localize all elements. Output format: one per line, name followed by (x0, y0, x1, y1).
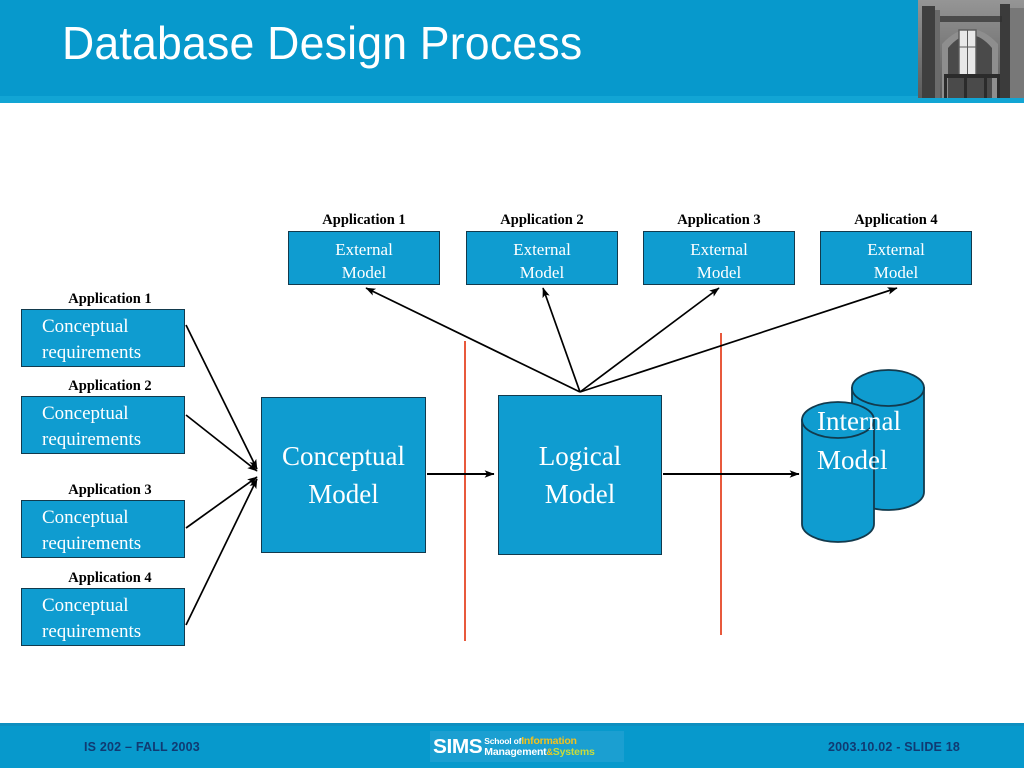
external-model-line1: External (513, 240, 571, 259)
requirements-line1: Conceptual (42, 316, 129, 337)
logical-model-line1: Logical (538, 440, 622, 471)
database-design-process-diagram: Application 1 External Model Application… (0, 103, 1024, 723)
conceptual-requirements-box-1: Conceptual requirements (21, 309, 185, 367)
logical-model-line2: Model (544, 479, 616, 509)
conceptual-requirements-box-3: Conceptual requirements (21, 500, 185, 558)
external-app-label-4: Application 4 (854, 212, 938, 228)
internal-model-line1: Internal (817, 406, 901, 436)
external-model-box-1: External Model (288, 231, 440, 285)
sims-tagline-row-2: Management&Systems (484, 745, 595, 758)
conceptual-requirements-box-4: Conceptual requirements (21, 588, 185, 646)
internal-model-line2: Model (817, 444, 888, 475)
page-title: Database Design Process (62, 17, 583, 69)
header-accent-stripe (0, 96, 1024, 103)
arrow-req2-to-conceptual (185, 414, 258, 472)
requirements-line2: requirements (42, 621, 142, 643)
external-model-box-4: External Model (820, 231, 972, 285)
arrow-logical-to-external2 (542, 287, 581, 393)
external-app-label-2: Application 2 (500, 212, 584, 228)
requirements-line2: requirements (42, 342, 142, 364)
arrow-logical-to-external3 (579, 287, 720, 393)
arrow-req4-to-conceptual (185, 478, 258, 626)
sims-management: Management (484, 745, 547, 758)
sims-information: Information (521, 734, 577, 747)
footer-top-stripe (0, 723, 1024, 726)
requirements-line2: requirements (42, 533, 142, 555)
sims-wordmark: SIMS (433, 735, 483, 758)
campus-building-photo (918, 0, 1024, 98)
arrow-req1-to-conceptual (185, 324, 258, 470)
external-model-line1: External (867, 240, 925, 259)
external-app-label-1: Application 1 (322, 212, 406, 228)
requirements-app-label-3: Application 3 (68, 482, 152, 498)
external-model-line1: External (690, 240, 748, 259)
requirements-line1: Conceptual (42, 507, 129, 528)
internal-model-label: Internal Model (817, 402, 957, 480)
logical-model-box: Logical Model (498, 395, 662, 555)
sims-tagline-row-1: School ofInformation (484, 734, 594, 747)
cylinder-front (801, 401, 875, 543)
conceptual-model-box: Conceptual Model (261, 397, 426, 553)
sims-systems: Systems (552, 745, 595, 758)
conceptual-model-line2: Model (308, 479, 379, 509)
external-model-box-3: External Model (643, 231, 795, 285)
divider-line-logical-internal (720, 333, 722, 635)
external-app-label-3: Application 3 (677, 212, 761, 228)
arrow-logical-to-external1 (365, 287, 581, 393)
external-model-line1: External (335, 240, 393, 259)
footer-slide-label: 2003.10.02 - SLIDE 18 (828, 740, 961, 754)
requirements-line1: Conceptual (42, 403, 129, 424)
external-model-line2: Model (519, 262, 565, 282)
requirements-line2: requirements (42, 429, 142, 451)
requirements-app-label-4: Application 4 (68, 570, 152, 586)
external-model-line2: Model (873, 262, 919, 282)
conceptual-requirements-box-2: Conceptual requirements (21, 396, 185, 454)
sims-ampersand: & (546, 746, 553, 757)
footer-course-label: IS 202 – FALL 2003 (84, 740, 200, 754)
external-model-line2: Model (696, 262, 742, 282)
external-model-box-2: External Model (466, 231, 618, 285)
requirements-line1: Conceptual (42, 595, 129, 616)
requirements-app-label-2: Application 2 (68, 378, 152, 394)
conceptual-model-line1: Conceptual (282, 440, 405, 471)
sims-tagline: School ofInformation Management&Systems (484, 734, 595, 758)
divider-line-conceptual-logical (464, 341, 466, 641)
requirements-app-label-1: Application 1 (68, 291, 152, 307)
sims-logo: SIMS School ofInformation Management&Sys… (430, 731, 624, 762)
sims-school-of: School of (484, 735, 522, 746)
external-model-line2: Model (341, 262, 387, 282)
header-bar (0, 0, 1024, 96)
